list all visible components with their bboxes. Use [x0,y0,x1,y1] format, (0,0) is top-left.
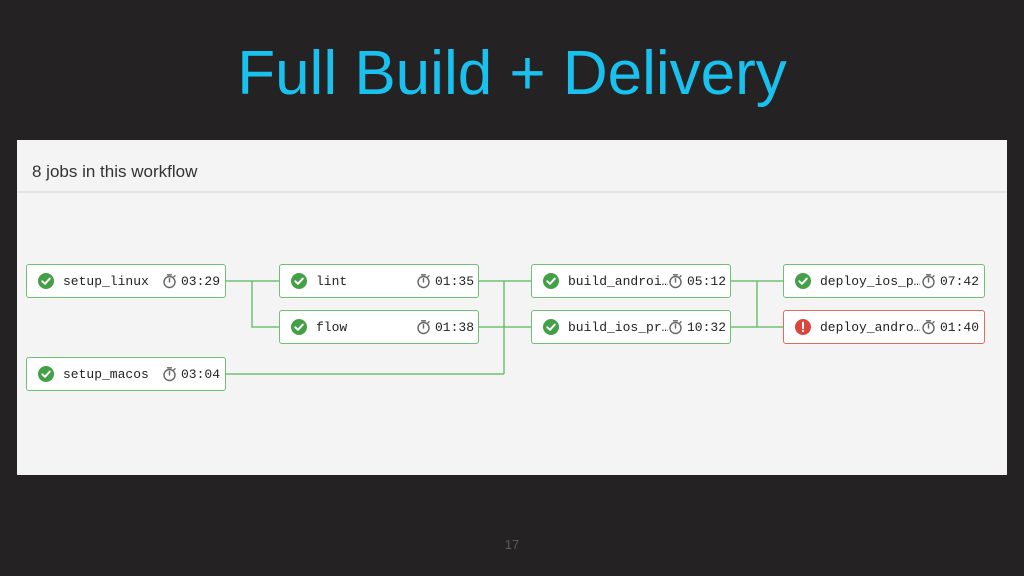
job-deploy-android[interactable]: deploy_andro… 01:40 [783,310,985,344]
job-lint[interactable]: lint 01:35 [279,264,479,298]
job-duration: 10:32 [687,320,727,335]
jobs-count-label: 8 jobs in this workflow [32,162,198,181]
job-setup-linux[interactable]: setup_linux 03:29 [26,264,226,298]
slide-title: Full Build + Delivery [237,39,787,108]
success-check-icon [38,366,54,382]
job-name: build_androi… [568,274,668,289]
job-name: lint [316,274,348,289]
job-duration: 01:35 [435,274,475,289]
job-build-ios[interactable]: build_ios_pr… 10:32 [531,310,731,344]
job-duration: 05:12 [687,274,727,289]
job-build-android[interactable]: build_androi… 05:12 [531,264,731,298]
stopwatch-icon [416,273,431,289]
success-check-icon [291,319,307,335]
success-check-icon [795,273,811,289]
error-alert-icon [795,319,811,335]
job-name: flow [316,320,348,335]
job-flow[interactable]: flow 01:38 [279,310,479,344]
stopwatch-icon [668,319,683,335]
job-name: setup_linux [63,274,149,289]
success-check-icon [291,273,307,289]
job-duration: 01:38 [435,320,475,335]
job-name: deploy_andro… [820,320,920,335]
stopwatch-icon [921,273,936,289]
job-name: setup_macos [63,367,149,382]
stopwatch-icon [162,273,177,289]
workflow-panel: 8 jobs in this workflow setup_linux 03:2… [17,140,1007,475]
stopwatch-icon [162,366,177,382]
job-duration: 03:29 [181,274,221,289]
job-deploy-ios[interactable]: deploy_ios_p… 07:42 [783,264,985,298]
workflow-header: 8 jobs in this workflow [17,140,1007,193]
job-duration: 07:42 [940,274,980,289]
connector-lint-flow [251,281,279,328]
job-duration: 03:04 [181,367,221,382]
connector-deploy-vertical [756,281,783,328]
stopwatch-icon [668,273,683,289]
job-name: build_ios_pr… [568,320,668,335]
job-duration: 01:40 [940,320,980,335]
stopwatch-icon [921,319,936,335]
success-check-icon [543,273,559,289]
page-number: 17 [504,537,520,552]
job-name: deploy_ios_p… [820,274,920,289]
success-check-icon [543,319,559,335]
stopwatch-icon [416,319,431,335]
job-setup-macos[interactable]: setup_macos 03:04 [26,357,226,391]
success-check-icon [38,273,54,289]
workflow-connectors [226,280,783,375]
